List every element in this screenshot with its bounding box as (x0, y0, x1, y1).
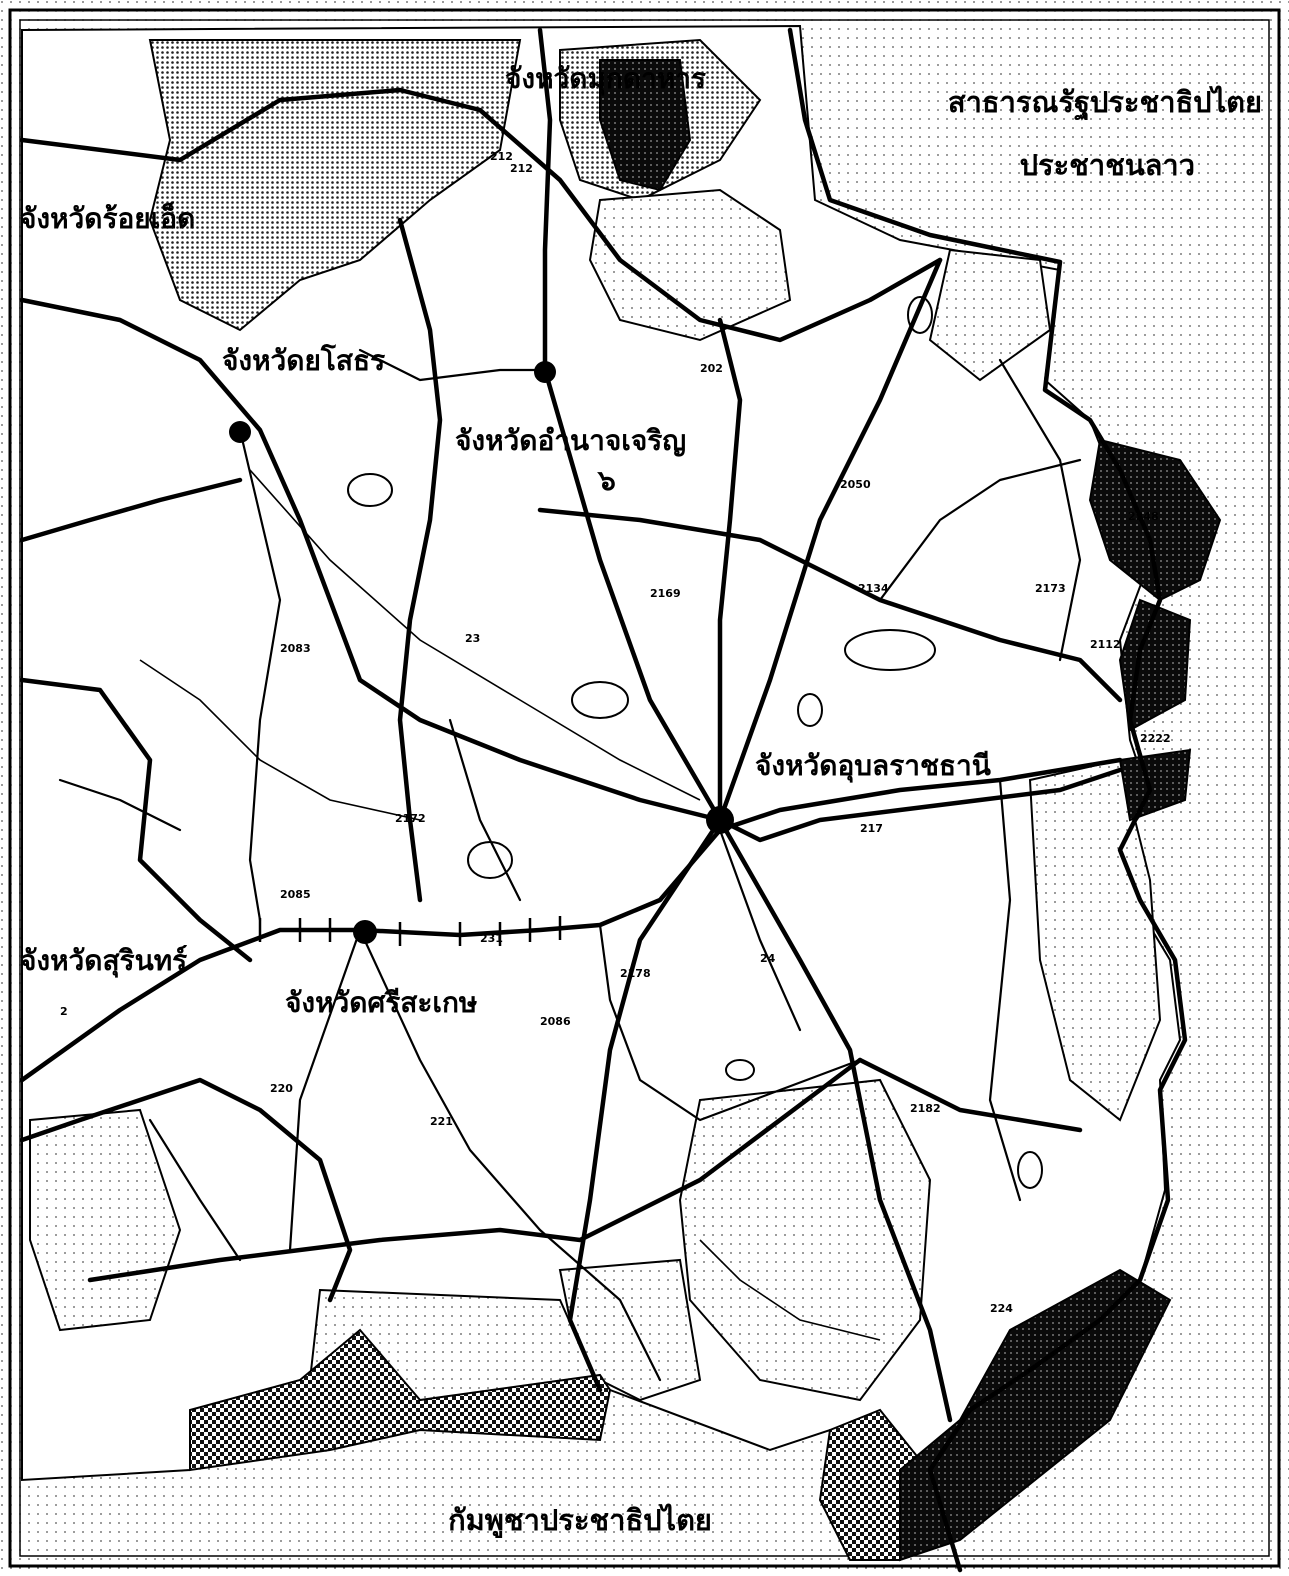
road-number-label: 2178 (620, 967, 651, 980)
road-number-label: 2086 (540, 1015, 571, 1028)
map-border (8, 8, 1281, 1568)
road-number-label: 212 (490, 150, 513, 163)
road-number-label: 224 (990, 1302, 1013, 1315)
road-number-label: 2 (60, 1005, 68, 1018)
road-number-label: 2134 (858, 582, 889, 595)
road-number-label: 217 (860, 822, 883, 835)
label-laos-line2: ประชาชนลาว (1020, 148, 1195, 182)
protected-forest-south (189, 1328, 612, 1472)
road-number-label: 220 (270, 1082, 293, 1095)
label-ubon: จังหวัดอุบลราชธานี (755, 749, 991, 783)
road-number-label: 2169 (650, 587, 681, 600)
international-border (787, 27, 1188, 1573)
road-number-label: 2112 (1090, 638, 1121, 651)
label-cambodia: กัมพูชาประชาธิปไตย (448, 1503, 712, 1538)
city-sisaket (353, 920, 377, 944)
road-number-label: 2050 (840, 478, 871, 491)
city-ubon (706, 806, 734, 834)
road-number-label: 24 (760, 952, 776, 965)
label-mukdahan: จังหวัดมุกดาหาร (505, 62, 706, 96)
road-number-label: 2248 (1128, 510, 1159, 523)
label-laos: สาธารณรัฐประชาธิปไตย (948, 85, 1262, 121)
label-sisaket: จังหวัดศรีสะเกษ (285, 986, 477, 1019)
road-number-label: 2085 (280, 888, 311, 901)
label-roi-et: จังหวัดร้อยเอ็ด (20, 201, 195, 235)
label-surin: จังหวัดสุรินทร์ (20, 944, 187, 978)
main-highway (19, 757, 1123, 1083)
railway-ticks (258, 916, 562, 946)
road-number-label: 2172 (395, 812, 426, 825)
road-number-label: 2182 (910, 1102, 941, 1115)
forest-area-north (148, 39, 522, 332)
road-number-label: 2173 (1035, 582, 1066, 595)
city-yasothon (229, 421, 251, 443)
road-number-label: 2222 (1140, 732, 1171, 745)
road-number-label: 202 (700, 362, 723, 375)
label-yasothon: จังหวัดยโสธร (222, 343, 385, 377)
road-number-label: 212 (510, 162, 533, 175)
road-number-label: 221 (430, 1115, 453, 1128)
label-amnat-charoen: จังหวัดอำนาจเจริญ (455, 424, 686, 457)
road-number-labels: 212 202 23 2050 2134 2173 2112 2222 217 2169 2083 2… (60, 150, 1171, 1315)
road-number-label: 23 (465, 632, 480, 645)
label-map-number: ๖ (597, 464, 616, 497)
city-amnat-charoen (534, 361, 556, 383)
road-number-label: 2083 (280, 642, 311, 655)
road-number-label: 231 (480, 932, 503, 945)
